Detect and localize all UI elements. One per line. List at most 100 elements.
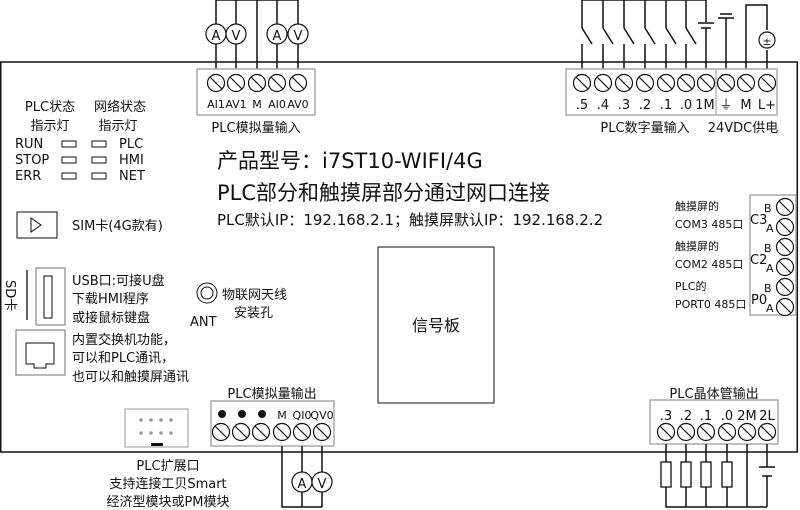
- ethernet-port[interactable]: [15, 329, 66, 376]
- label: PLC模拟量输出: [227, 386, 316, 402]
- transistor-output-section: PLC晶体管输出 .3 .2 .1 .0 2M 2L: [649, 386, 779, 508]
- terminal-label: AV0: [287, 98, 308, 111]
- label: C3: [750, 213, 767, 228]
- sim-slot[interactable]: SIM卡(4G款有): [16, 211, 163, 239]
- label: 或接鼠标键盘: [72, 310, 150, 326]
- label: HMI: [119, 153, 144, 168]
- label: 经济型模块或PM模块: [106, 495, 229, 510]
- label: RUN: [15, 137, 43, 152]
- ammeter-icon: A: [291, 471, 313, 493]
- terminal-label: L+: [758, 98, 776, 113]
- label: .1: [700, 409, 712, 424]
- terminal-label: .1: [660, 98, 672, 113]
- label: 也可以和触摸屏通讯: [72, 370, 189, 385]
- terminal-label: AI1: [207, 98, 225, 111]
- terminal-label: M: [252, 98, 262, 111]
- label: 触摸屏的: [675, 199, 719, 213]
- digital-input-caption: PLC数字量输入: [600, 120, 689, 136]
- label: 2M: [737, 409, 757, 424]
- label: 支持连接工贝Smart: [109, 476, 226, 492]
- status-leds: PLC状态 指示灯 网络状态 指示灯 RUN STOP ERR PLC HMI …: [15, 99, 146, 184]
- label: .3: [660, 409, 672, 424]
- terminal-label: 1M: [695, 98, 715, 113]
- model-title: 产品型号：i7ST10-WIFI/4G: [217, 149, 483, 173]
- screw-terminal-icon: [226, 73, 246, 93]
- label: ANT: [190, 315, 217, 330]
- terminal-label: AI0: [268, 98, 286, 111]
- label: QI0: [293, 409, 312, 422]
- label: STOP: [15, 153, 49, 168]
- analog-output-section: PLC模拟量输出 M QI0 QV0 A V: [210, 386, 335, 508]
- label: M: [277, 409, 287, 422]
- battery-icon: [759, 466, 775, 477]
- label: A: [766, 262, 774, 275]
- label: 指示灯: [30, 119, 69, 134]
- expansion-port[interactable]: [124, 408, 189, 448]
- label: 触摸屏的: [675, 239, 719, 253]
- default-ip-text: PLC默认IP：192.168.2.1；触摸屏默认IP：192.168.2.2: [217, 211, 603, 229]
- ground-icon: [718, 13, 734, 72]
- terminal-label: .4: [597, 98, 609, 113]
- label: 内置交换机功能，: [72, 332, 176, 348]
- label: V: [318, 477, 327, 492]
- plc-housing: [0, 61, 798, 453]
- terminal-label: .5: [576, 98, 588, 113]
- usb-port[interactable]: [35, 267, 66, 326]
- power-caption: 24VDC供电: [708, 121, 779, 136]
- label: V: [294, 29, 303, 44]
- connection-subtitle: PLC部分和触摸屏部分通过网口连接: [217, 181, 550, 205]
- terminal-label: ⏚: [719, 98, 732, 113]
- antenna-mount: 物联网天线 安装孔 ANT: [190, 282, 287, 330]
- label: COM3 485口: [675, 218, 743, 231]
- label: P0: [751, 293, 767, 308]
- label: C2: [750, 253, 767, 268]
- label: COM2 485口: [675, 258, 743, 271]
- dc-source-icon: ±: [758, 31, 776, 49]
- label: NET: [119, 169, 145, 184]
- screw-terminal-icon: [288, 73, 308, 93]
- label: USB口:可接U盘: [72, 273, 165, 289]
- antenna-hole-icon: [196, 282, 218, 304]
- label: A: [766, 302, 774, 315]
- analog-input-caption: PLC模拟量输入: [211, 120, 300, 136]
- label: A: [298, 477, 307, 492]
- label: SIM卡(4G款有): [72, 219, 163, 234]
- rj45-icon: [25, 342, 55, 369]
- label: B: [764, 202, 772, 215]
- terminal-label: .2: [639, 98, 651, 113]
- play-arrow-icon: [30, 217, 42, 233]
- label: 下载HMI程序: [72, 292, 149, 307]
- label: 指示灯: [98, 119, 137, 134]
- ammeter-icon: A: [205, 23, 227, 45]
- label: 可以和PLC通讯，: [72, 351, 174, 366]
- label: V: [232, 29, 241, 44]
- label: B: [764, 282, 772, 295]
- label: PLC状态: [25, 100, 75, 115]
- voltmeter-icon: V: [311, 471, 333, 493]
- label: .0: [721, 409, 733, 424]
- label: PLC的: [675, 279, 706, 293]
- sd-card-label: SD卡: [2, 280, 17, 311]
- terminal-label: M: [740, 98, 751, 113]
- rs485-ports: 触摸屏的 COM3 485口 触摸屏的 COM2 485口 PLC的 PORT0…: [675, 194, 797, 317]
- terminal-label: .0: [680, 98, 692, 113]
- terminal-label: AV1: [225, 98, 246, 111]
- load-resistor-icon: [660, 461, 733, 488]
- sim-card-icon: [16, 211, 58, 239]
- screw-terminal-icon: [267, 73, 287, 93]
- label: A: [766, 222, 774, 235]
- label: .2: [680, 409, 692, 424]
- signal-board-slot[interactable]: [377, 246, 495, 404]
- screw-terminal-icon: [247, 73, 267, 93]
- label: A: [273, 29, 282, 44]
- label: B: [764, 242, 772, 255]
- label: PORT0 485口: [675, 298, 746, 311]
- voltmeter-icon: V: [287, 23, 309, 45]
- label: PLC扩展口: [136, 459, 199, 474]
- label: QV0: [310, 409, 333, 422]
- screw-terminal-icon: [206, 73, 226, 93]
- voltmeter-icon: V: [225, 23, 247, 45]
- terminal-label: .3: [618, 98, 630, 113]
- signal-board-label: 信号板: [412, 316, 460, 335]
